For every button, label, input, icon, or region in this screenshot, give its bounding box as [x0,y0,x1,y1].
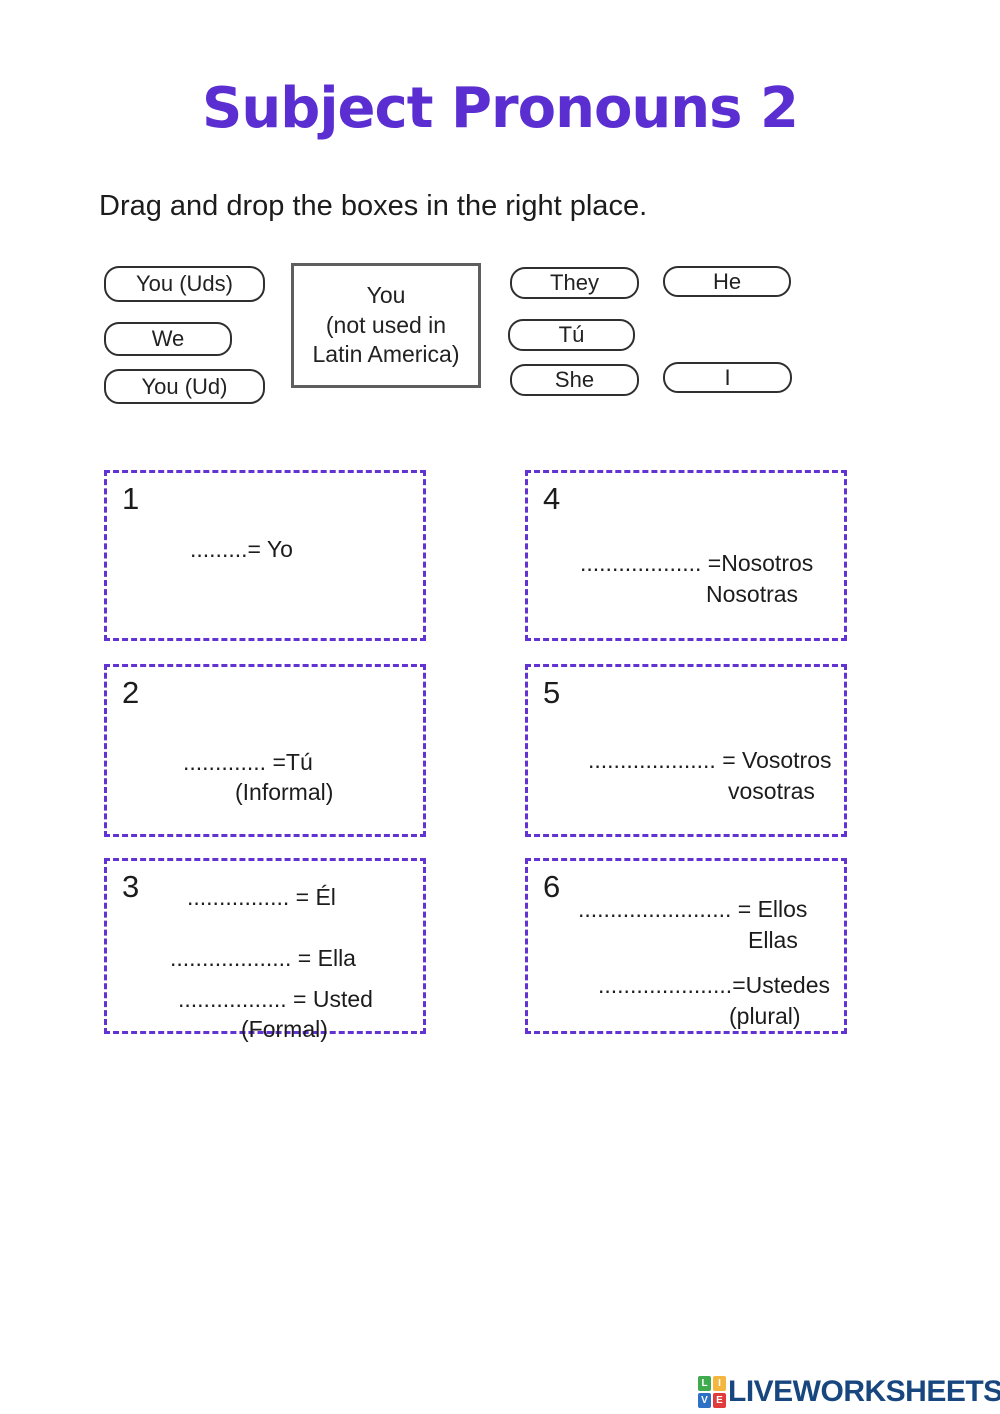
liveworksheets-icon: L I V E [698,1376,726,1408]
drop-zone-1[interactable]: 1 .........= Yo [104,470,426,641]
drag-item-i[interactable]: I [663,362,792,393]
drag-item-we[interactable]: We [104,322,232,356]
logo-letter-e: E [713,1393,726,1408]
drop-zone-2[interactable]: 2 ............. =Tú (Informal) [104,664,426,837]
drop-zone-1-line: .........= Yo [190,536,293,562]
instruction-text: Drag and drop the boxes in the right pla… [99,190,648,222]
drop-zone-4-line: Nosotras [706,581,799,607]
drag-item-you-ud[interactable]: You (Ud) [104,369,265,404]
drop-zone-6-number: 6 [543,869,561,904]
drop-zone-6-line: Ellas [748,927,798,953]
drop-zone-3-line: ................. = Usted [178,986,373,1012]
drag-item-they[interactable]: They [510,267,639,299]
drop-zone-5-number: 5 [543,675,561,710]
drop-zone-4-number: 4 [543,481,561,516]
drop-zone-5-line: .................... = Vosotros [588,747,832,773]
drop-zone-3[interactable]: 3 ................ = Él ................… [104,858,426,1042]
drop-zone-5[interactable]: 5 .................... = Vosotros vosotr… [525,664,847,837]
drag-item-you-not-latin-line1: You [366,282,406,309]
drop-zone-4-line: ................... =Nosotros [580,550,814,576]
logo-letter-l: L [698,1376,711,1391]
drag-item-he[interactable]: He [663,266,791,297]
drop-zone-3-line: (Formal) [241,1016,328,1042]
logo-letter-i: I [713,1376,726,1391]
liveworksheets-logo[interactable]: L I V E LIVEWORKSHEETS [698,1375,1000,1409]
drag-item-you-not-latin-line2: (not used in Latin America) [312,311,460,368]
drop-zone-2-number: 2 [122,675,140,710]
drop-zone-6-line: (plural) [729,1003,801,1029]
drop-zone-3-line: ................... = Ella [170,945,356,971]
drop-zone-6[interactable]: 6 ........................ = Ellos Ellas… [525,858,847,1034]
drop-zone-4[interactable]: 4 ................... =Nosotros Nosotras [525,470,847,641]
drag-item-you-uds[interactable]: You (Uds) [104,266,265,302]
drop-zone-1-number: 1 [122,481,140,516]
drop-zone-3-line: ................ = Él [187,884,336,910]
drop-zone-3-number: 3 [122,869,140,904]
logo-letter-v: V [698,1393,711,1408]
drop-zone-6-line: ........................ = Ellos [578,896,808,922]
drag-item-she[interactable]: She [510,364,639,396]
drop-zone-2-line: ............. =Tú [183,749,313,775]
drop-zone-6-line: .....................=Ustedes [598,972,830,998]
drop-zone-2-line: (Informal) [235,779,334,805]
drag-item-you-not-latin[interactable]: You (not used in Latin America) [291,263,481,388]
drag-item-tu[interactable]: Tú [508,319,635,351]
worksheet-title: Subject Pronouns 2 [202,76,799,141]
liveworksheets-wordmark: LIVEWORKSHEETS [728,1375,1000,1408]
drop-zone-5-line: vosotras [728,778,815,804]
